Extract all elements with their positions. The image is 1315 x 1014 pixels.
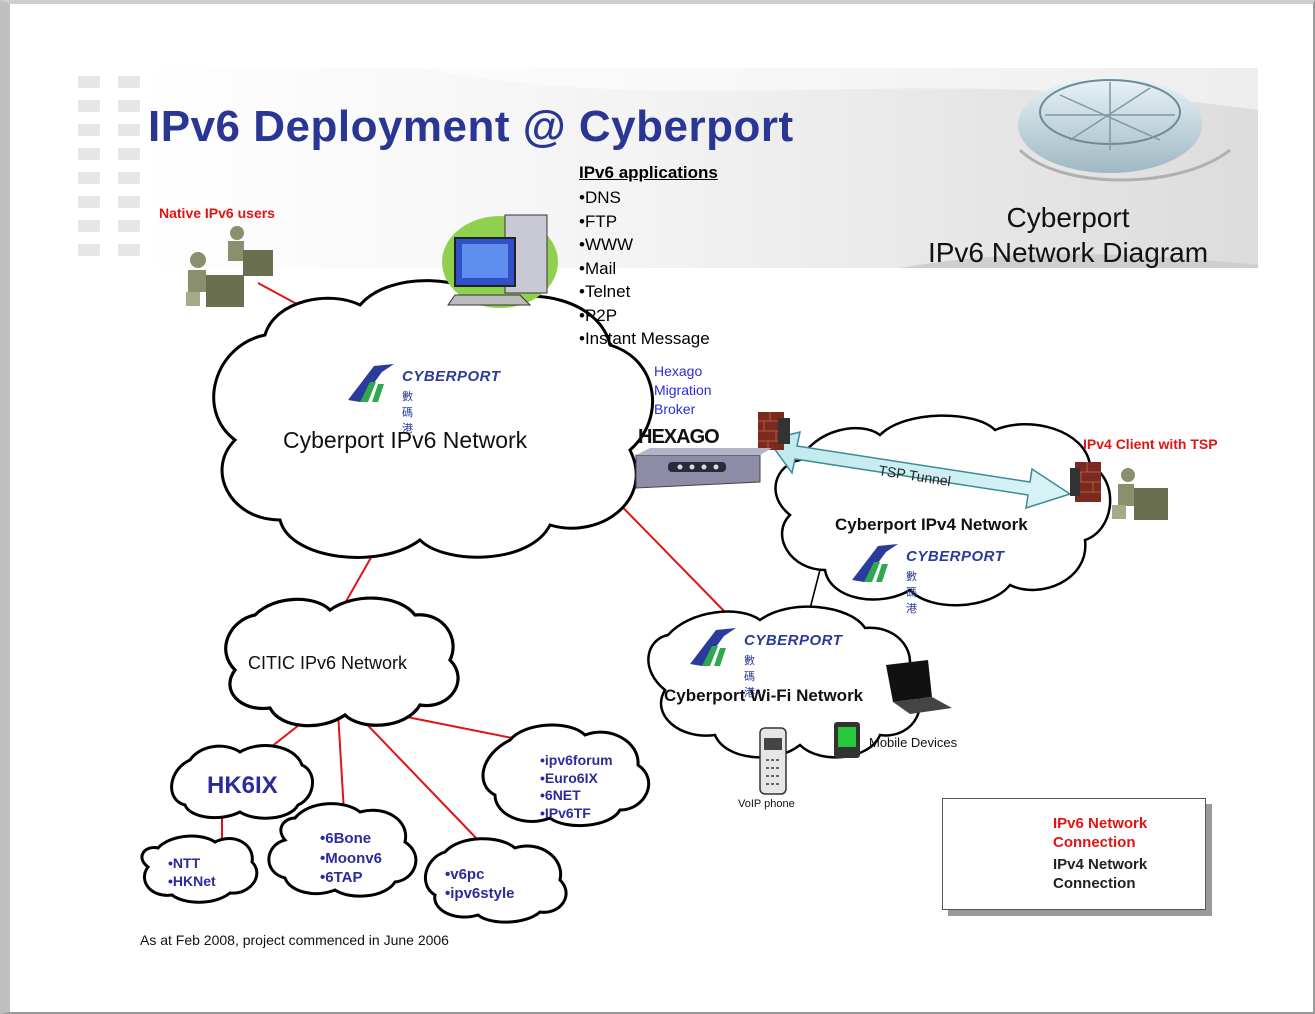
broker-label-line: Broker <box>654 401 696 417</box>
legend-ipv4-label: IPv4 Network Connection <box>1053 855 1147 893</box>
ipv4-client-icon <box>1112 468 1168 520</box>
cloud-v6pc <box>424 837 568 924</box>
application-item: •Instant Message <box>579 329 710 348</box>
ipv4-network-label: Cyberport IPv4 Network <box>835 515 1028 534</box>
network-item: •HKNet <box>168 872 216 889</box>
cyberport-logo-icon <box>690 628 736 666</box>
legend-text: Connection <box>1053 875 1136 892</box>
server-computer-icon <box>442 214 558 308</box>
decorative-squares <box>78 76 140 256</box>
applications-heading: IPv6 applications <box>579 163 718 182</box>
network-item: •v6pc <box>445 866 485 883</box>
group-forum: •ipv6forum •Euro6IX •6NET •IPv6TF <box>540 752 613 822</box>
cyberport-logo: CYBERPORT 數碼港 <box>850 542 1004 615</box>
broker-device-icon <box>635 448 772 489</box>
cloud-citic <box>224 596 460 728</box>
cloud-hk6ix <box>170 744 314 820</box>
voip-phone-label: VoIP phone <box>738 798 795 810</box>
logo-chinese: 數碼港 <box>906 571 920 615</box>
diagram-title-line: Cyberport <box>1006 202 1130 233</box>
logo-chinese: 數碼港 <box>744 655 758 699</box>
network-item: •ipv6style <box>445 885 515 902</box>
network-item: •6NET <box>540 787 581 803</box>
voip-phone-icon <box>759 727 787 795</box>
cyberport-logo: CYBERPORT 數碼港 <box>346 362 500 435</box>
group-v6pc: •v6pc •ipv6style <box>445 865 514 903</box>
legend <box>942 798 1206 910</box>
logo-chinese: 數碼港 <box>402 391 416 435</box>
ipv6-network-label: Cyberport IPv6 Network <box>283 427 528 453</box>
hk6ix-label: HK6IX <box>207 772 278 799</box>
diagram-title-line: IPv6 Network Diagram <box>927 237 1209 268</box>
logo-text: CYBERPORT <box>906 548 1005 565</box>
cyberport-building-icon <box>1018 77 1231 182</box>
cloud-6bone <box>267 802 418 898</box>
application-item: •DNS <box>579 188 621 207</box>
network-item: •NTT <box>168 855 201 871</box>
page-title: IPv6 Deployment @ Cyberport <box>148 102 794 151</box>
cyberport-logo-icon <box>348 364 394 402</box>
application-item: •WWW <box>579 235 634 254</box>
logo-text: CYBERPORT <box>744 632 843 649</box>
citic-network-label: CITIC IPv6 Network <box>248 653 408 673</box>
cyberport-logo-icon <box>852 544 898 582</box>
legend-text: IPv4 Network <box>1053 856 1148 873</box>
native-users-icon <box>186 226 273 307</box>
footnote: As at Feb 2008, project commenced in Jun… <box>140 932 449 948</box>
legend-ipv6-label: IPv6 Network Connection <box>1053 814 1147 852</box>
network-item: •Moonv6 <box>320 849 382 867</box>
application-item: •Telnet <box>579 282 631 301</box>
diagram-title: Cyberport IPv6 Network Diagram <box>903 200 1233 270</box>
application-item: •FTP <box>579 211 618 231</box>
laptop-icon <box>886 660 952 714</box>
ipv4-client-label: IPv4 Client with TSP <box>1083 436 1218 452</box>
cyberport-logo: CYBERPORT 數碼港 <box>688 626 842 699</box>
network-item: •ipv6forum <box>540 752 613 768</box>
legend-text: IPv6 Network <box>1053 815 1148 832</box>
group-6bone: •6Bone •Moonv6 •6TAP <box>320 829 382 888</box>
firewall-icon <box>758 412 1101 502</box>
logo-text: CYBERPORT <box>402 368 501 385</box>
hexago-logo: HEXAGO <box>638 426 720 448</box>
application-item: •P2P <box>579 305 618 325</box>
applications-list: •DNS •FTP •WWW •Mail •Telnet •P2P •Insta… <box>579 186 710 351</box>
native-users-label: Native IPv6 users <box>159 205 275 221</box>
wifi-network-label: Cyberport Wi-Fi Network <box>664 686 864 705</box>
network-item: •IPv6TF <box>540 804 591 821</box>
network-item: •6Bone <box>320 830 372 847</box>
network-item: •6TAP <box>320 869 363 886</box>
application-item: •Mail <box>579 258 617 278</box>
cloud-hk6ix-members <box>140 834 259 904</box>
cloud-ipv6 <box>212 279 654 559</box>
broker-label-line: Hexago <box>654 363 703 379</box>
hk6ix-members: •NTT •HKNet <box>168 855 216 890</box>
cloud-forum <box>481 723 651 828</box>
legend-text: Connection <box>1053 834 1136 851</box>
mobile-devices-label: Mobile Devices <box>869 735 958 750</box>
broker-label: Hexago Migration Broker <box>654 362 712 419</box>
broker-label-line: Migration <box>654 382 712 398</box>
cloud-ipv4 <box>774 414 1112 607</box>
pda-icon <box>834 722 860 758</box>
network-item: •Euro6IX <box>540 769 598 786</box>
